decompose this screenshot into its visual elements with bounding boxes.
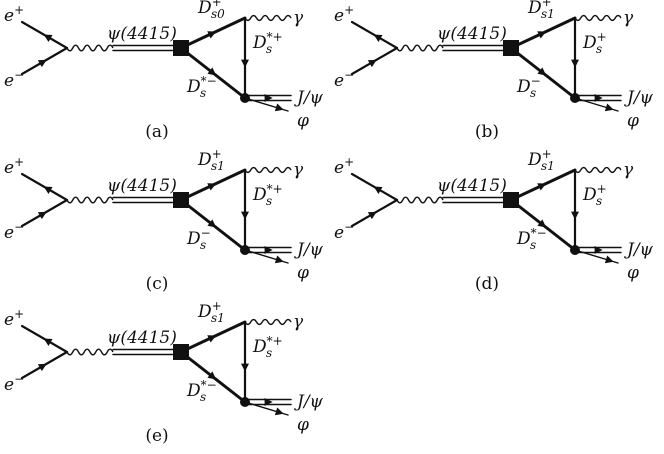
upper-meson-arrow-icon bbox=[537, 31, 547, 39]
phi-label: φ bbox=[627, 111, 639, 131]
phi-label: φ bbox=[297, 111, 309, 131]
electron-arrow-icon bbox=[367, 59, 377, 68]
gamma-label: γ bbox=[623, 8, 634, 28]
upper-meson-label: D+s1 bbox=[527, 147, 555, 173]
virtual-photon-line bbox=[66, 196, 114, 204]
phi-arrow-icon bbox=[274, 103, 284, 112]
virtual-photon-line bbox=[66, 44, 114, 52]
lower-meson-arrow-icon bbox=[537, 219, 547, 228]
positron-arrow-icon bbox=[43, 338, 53, 346]
positron-arrow-icon bbox=[373, 186, 383, 194]
outgoing-photon-line bbox=[574, 14, 622, 22]
electron-label: e− bbox=[4, 68, 24, 91]
exchanged-meson-arrow-icon bbox=[571, 59, 579, 68]
diagram-panel-a: e+e−ψ(4415)γJ/ψφD+s0D*+sD*−s(a) bbox=[4, 0, 324, 142]
phi-label: φ bbox=[297, 415, 309, 435]
upper-meson-arrow-icon bbox=[537, 183, 547, 191]
jpsi-label: J/ψ bbox=[294, 392, 324, 412]
psi-4415-label: ψ(4415) bbox=[107, 24, 177, 44]
lower-meson-label: D−s bbox=[186, 226, 211, 252]
phi-arrow-icon bbox=[274, 407, 284, 416]
exchanged-meson-label: D+s bbox=[582, 30, 607, 56]
exchanged-meson-label: D+s bbox=[582, 182, 607, 208]
outgoing-photon-line bbox=[574, 166, 622, 174]
panel-caption: (b) bbox=[475, 122, 499, 142]
upper-meson-label: D+s1 bbox=[197, 299, 225, 325]
exchanged-meson-label: D*+s bbox=[252, 334, 283, 360]
diagram-panel-c: e+e−ψ(4415)γJ/ψφD+s1D*+sD−s(c) bbox=[4, 147, 324, 294]
upper-meson-label: D+s1 bbox=[527, 0, 555, 21]
outgoing-photon-line bbox=[244, 14, 292, 22]
phi-arrow-icon bbox=[604, 103, 614, 112]
lower-meson-arrow-icon bbox=[207, 219, 217, 228]
lower-meson-label: D*−s bbox=[516, 226, 547, 252]
electron-arrow-icon bbox=[37, 59, 47, 68]
panel-caption: (c) bbox=[146, 274, 169, 294]
outgoing-photon-line bbox=[244, 318, 292, 326]
lower-meson-arrow-icon bbox=[207, 371, 217, 380]
upper-meson-label: D+s0 bbox=[197, 0, 225, 21]
panel-caption: (a) bbox=[145, 122, 168, 142]
electron-label: e− bbox=[4, 220, 24, 243]
upper-meson-arrow-icon bbox=[207, 31, 217, 39]
electron-arrow-icon bbox=[367, 211, 377, 220]
electron-label: e− bbox=[334, 68, 354, 91]
outgoing-photon-line bbox=[244, 166, 292, 174]
psi-4415-label: ψ(4415) bbox=[107, 328, 177, 348]
psi-4415-label: ψ(4415) bbox=[437, 176, 507, 196]
positron-arrow-icon bbox=[373, 34, 383, 42]
exchanged-meson-arrow-icon bbox=[571, 211, 579, 220]
virtual-photon-line bbox=[396, 196, 444, 204]
lower-meson-label: D*−s bbox=[186, 74, 217, 100]
psi-4415-label: ψ(4415) bbox=[107, 176, 177, 196]
jpsi-arrow-icon bbox=[594, 246, 603, 254]
upper-meson-arrow-icon bbox=[207, 335, 217, 343]
exchanged-meson-arrow-icon bbox=[241, 363, 249, 372]
gamma-label: γ bbox=[623, 160, 634, 180]
positron-arrow-icon bbox=[43, 186, 53, 194]
electron-arrow-icon bbox=[37, 211, 47, 220]
virtual-photon-line bbox=[66, 348, 114, 356]
jpsi-label: J/ψ bbox=[294, 88, 324, 108]
panel-caption: (e) bbox=[145, 426, 168, 446]
lower-meson-arrow-icon bbox=[207, 67, 217, 76]
exchanged-meson-label: D*+s bbox=[252, 182, 283, 208]
lower-meson-arrow-icon bbox=[537, 67, 547, 76]
exchanged-meson-label: D*+s bbox=[252, 30, 283, 56]
jpsi-label: J/ψ bbox=[624, 88, 654, 108]
jpsi-arrow-icon bbox=[264, 398, 273, 406]
gamma-label: γ bbox=[293, 8, 304, 28]
jpsi-arrow-icon bbox=[264, 246, 273, 254]
jpsi-arrow-icon bbox=[264, 94, 273, 102]
jpsi-label: J/ψ bbox=[294, 240, 324, 260]
jpsi-label: J/ψ bbox=[624, 240, 654, 260]
gamma-label: γ bbox=[293, 312, 304, 332]
upper-meson-label: D+s1 bbox=[197, 147, 225, 173]
lower-meson-label: D−s bbox=[516, 74, 541, 100]
virtual-photon-line bbox=[396, 44, 444, 52]
electron-arrow-icon bbox=[37, 363, 47, 372]
exchanged-meson-arrow-icon bbox=[241, 211, 249, 220]
gamma-label: γ bbox=[293, 160, 304, 180]
exchanged-meson-arrow-icon bbox=[241, 59, 249, 68]
diagram-panel-d: e+e−ψ(4415)γJ/ψφD+s1D+sD*−s(d) bbox=[334, 147, 654, 294]
positron-arrow-icon bbox=[43, 34, 53, 42]
upper-meson-arrow-icon bbox=[207, 183, 217, 191]
phi-label: φ bbox=[297, 263, 309, 283]
panel-caption: (d) bbox=[475, 274, 499, 294]
electron-label: e− bbox=[334, 220, 354, 243]
diagram-panel-b: e+e−ψ(4415)γJ/ψφD+s1D+sD−s(b) bbox=[334, 0, 654, 142]
phi-label: φ bbox=[627, 263, 639, 283]
electron-label: e− bbox=[4, 372, 24, 395]
lower-meson-label: D*−s bbox=[186, 378, 217, 404]
phi-arrow-icon bbox=[604, 255, 614, 264]
diagram-panel-e: e+e−ψ(4415)γJ/ψφD+s1D*+sD*−s(e) bbox=[4, 299, 324, 446]
psi-4415-label: ψ(4415) bbox=[437, 24, 507, 44]
jpsi-arrow-icon bbox=[594, 94, 603, 102]
phi-arrow-icon bbox=[274, 255, 284, 264]
